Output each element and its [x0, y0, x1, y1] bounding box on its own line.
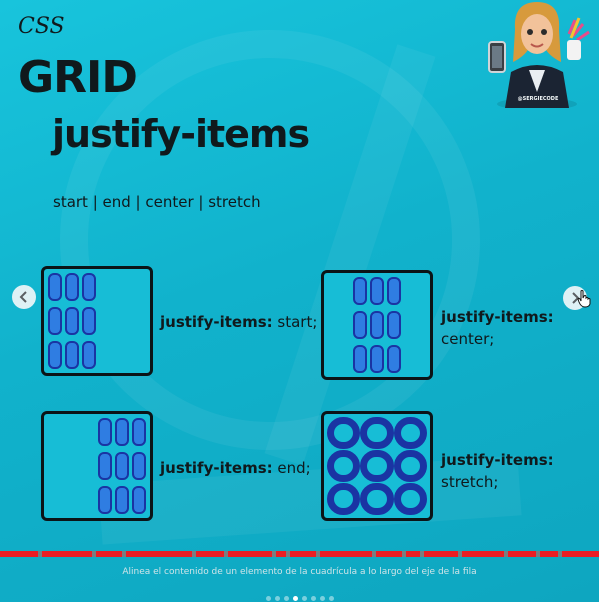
progress-segment — [424, 551, 458, 557]
grid-cell — [65, 273, 79, 301]
progress-segment — [228, 551, 272, 557]
grid-cell — [327, 417, 360, 449]
grid-cell — [132, 486, 146, 514]
carousel-dot[interactable] — [265, 596, 271, 601]
demo-label-end: justify-items: end; — [160, 458, 311, 480]
demo-label-stretch: justify-items: stretch; — [441, 450, 554, 494]
grid-cell — [115, 452, 129, 480]
grid-cell — [394, 450, 427, 482]
demo-prop: justify-items: — [441, 308, 554, 326]
carousel-dot[interactable] — [292, 596, 298, 601]
grid-cell — [115, 418, 129, 446]
progress-segment — [320, 551, 372, 557]
css-label: CSS — [18, 14, 65, 39]
progress-segment — [0, 551, 38, 557]
progress-segment — [406, 551, 420, 557]
demo-label-center: justify-items: center; — [441, 307, 554, 351]
grid-cell — [98, 418, 112, 446]
demo-prop: justify-items: — [160, 459, 273, 477]
demo-prop: justify-items: — [441, 451, 554, 469]
progress-segment — [42, 551, 92, 557]
grid-cell — [132, 452, 146, 480]
carousel-dots — [0, 586, 599, 602]
grid-cell — [327, 483, 360, 515]
progress-segment — [376, 551, 402, 557]
previous-slide-button[interactable] — [12, 285, 36, 309]
grid-demo-center — [321, 270, 433, 380]
page-title: justify-items — [52, 112, 310, 156]
carousel-dot[interactable] — [301, 596, 307, 601]
grid-cell — [65, 307, 79, 335]
grid-cell — [394, 417, 427, 449]
demo-prop: justify-items: — [160, 313, 273, 331]
grid-cell — [82, 341, 96, 369]
carousel-dot[interactable] — [328, 596, 334, 601]
grid-cell — [387, 345, 401, 373]
progress-bar[interactable] — [0, 551, 599, 557]
grid-cell — [387, 277, 401, 305]
progress-segment — [562, 551, 599, 557]
chevron-left-icon — [19, 291, 27, 303]
grid-cell — [353, 277, 367, 305]
grid-cell — [353, 311, 367, 339]
demo-label-start: justify-items: start; — [160, 312, 317, 334]
grid-cell — [360, 450, 394, 482]
grid-title: GRID — [18, 52, 138, 103]
carousel-dot[interactable] — [310, 596, 316, 601]
demo-value: center; — [441, 329, 495, 348]
progress-segment — [462, 551, 504, 557]
grid-demo-end — [41, 411, 153, 521]
grid-cell — [360, 483, 394, 515]
carousel-dot[interactable] — [283, 596, 289, 601]
values-line: start | end | center | stretch — [53, 193, 261, 211]
grid-cell — [48, 273, 62, 301]
grid-cell — [327, 450, 360, 482]
grid-cell — [370, 277, 384, 305]
grid-cell — [82, 273, 96, 301]
grid-demo-start — [41, 266, 153, 376]
progress-segment — [540, 551, 558, 557]
carousel-dot[interactable] — [274, 596, 280, 601]
grid-cell — [115, 486, 129, 514]
grid-cell — [82, 307, 96, 335]
grid-demo-stretch — [321, 411, 433, 521]
progress-segment — [126, 551, 192, 557]
grid-cell — [98, 486, 112, 514]
grid-cell — [48, 341, 62, 369]
grid-cell — [98, 452, 112, 480]
grid-cell — [132, 418, 146, 446]
slide-caption: Alinea el contenido de un elemento de la… — [122, 567, 477, 577]
background-decoration — [264, 44, 436, 466]
avatar-tag: @SERGIECODE — [517, 96, 559, 102]
grid-cell — [370, 311, 384, 339]
progress-segment — [290, 551, 316, 557]
carousel-dot[interactable] — [319, 596, 325, 601]
progress-segment — [276, 551, 286, 557]
demo-value: end; — [277, 459, 311, 477]
grid-cell — [394, 483, 427, 515]
chevron-right-icon — [572, 292, 580, 304]
progress-segment — [96, 551, 122, 557]
demo-value: start; — [277, 313, 318, 331]
grid-cell — [353, 345, 367, 373]
avatar — [488, 2, 590, 108]
grid-cell — [370, 345, 384, 373]
grid-cell — [360, 417, 394, 449]
progress-segment — [508, 551, 536, 557]
hand-cursor-icon — [577, 290, 591, 308]
demo-value: stretch; — [441, 472, 499, 491]
grid-cell — [65, 341, 79, 369]
grid-cell — [387, 311, 401, 339]
progress-segment — [196, 551, 224, 557]
grid-cell — [48, 307, 62, 335]
